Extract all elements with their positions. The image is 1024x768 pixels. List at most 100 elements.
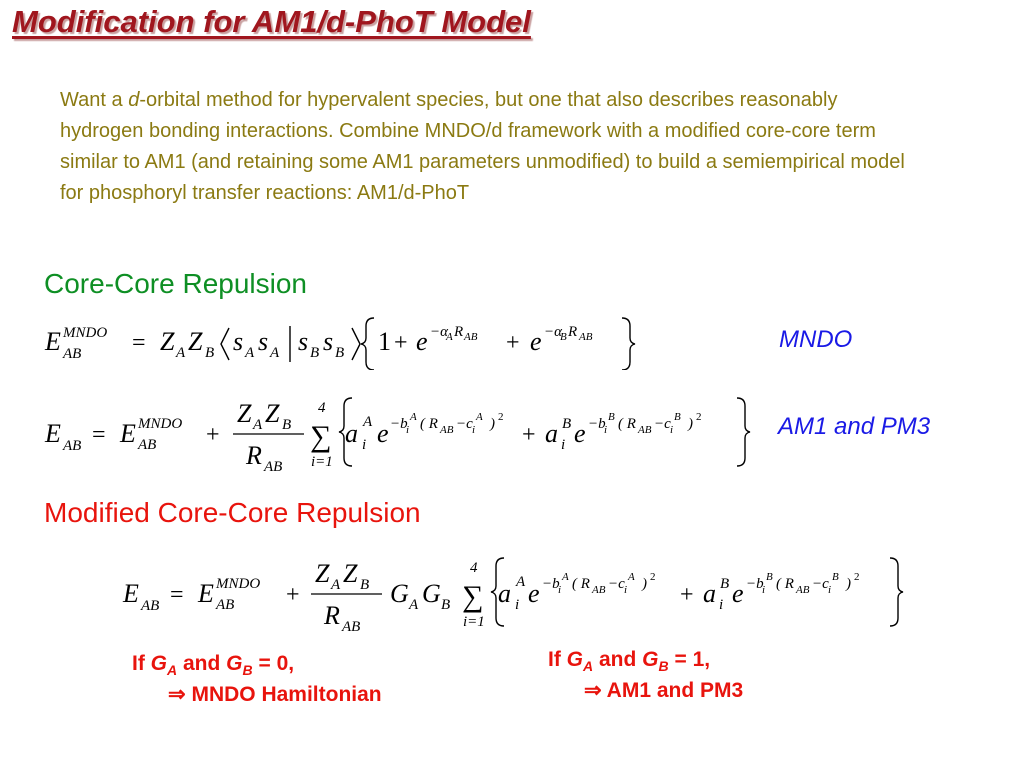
svg-text:A: A	[408, 597, 419, 613]
intro-text-start: Want a	[60, 89, 129, 111]
svg-text:A: A	[475, 411, 483, 423]
svg-text:4: 4	[470, 560, 478, 576]
svg-text:AB: AB	[637, 424, 652, 436]
cond-left-ga: G	[150, 652, 168, 675]
equation-mndo: E MNDO AB = Z A Z B s A s A s B s B 1 + …	[44, 317, 636, 370]
svg-text:R: R	[567, 324, 577, 340]
svg-text:A: A	[252, 417, 263, 433]
svg-text:+: +	[506, 330, 520, 356]
svg-text:AB: AB	[439, 424, 454, 436]
svg-text:B: B	[282, 417, 291, 433]
svg-text:E: E	[44, 419, 61, 448]
svg-text:( R: ( R	[776, 576, 794, 592]
svg-text:R: R	[245, 441, 262, 470]
svg-text:( R: ( R	[572, 576, 590, 592]
svg-text:B: B	[720, 576, 729, 592]
svg-text:A: A	[627, 571, 635, 583]
svg-text:a: a	[498, 579, 511, 608]
svg-text:i: i	[624, 584, 627, 596]
svg-text:2: 2	[498, 411, 504, 423]
svg-text:a: a	[703, 579, 716, 608]
cond-right-result: AM1 and PM3	[606, 679, 744, 703]
svg-text:B: B	[205, 345, 214, 361]
svg-text:AB: AB	[578, 331, 593, 343]
svg-text:=: =	[92, 422, 106, 448]
svg-text:Z: Z	[343, 559, 358, 588]
svg-text:AB: AB	[795, 584, 810, 596]
svg-text:AB: AB	[140, 598, 159, 614]
svg-text:i=1: i=1	[463, 614, 485, 630]
svg-text:Z: Z	[160, 327, 175, 356]
svg-text:i=1: i=1	[311, 454, 333, 470]
slide-title: Modification for AM1/d-PhoT Model	[12, 4, 531, 39]
svg-text:): )	[845, 576, 851, 592]
implies-arrow-icon: ⇒	[168, 683, 186, 707]
svg-text:−b: −b	[390, 416, 408, 432]
svg-text:AB: AB	[62, 346, 81, 362]
svg-text:AB: AB	[215, 597, 234, 613]
svg-text:AB: AB	[263, 459, 282, 475]
svg-text:B: B	[766, 571, 773, 583]
svg-text:−b: −b	[746, 576, 764, 592]
svg-text:A: A	[269, 345, 280, 361]
svg-text:i: i	[406, 424, 409, 436]
intro-text-rest: -orbital method for hypervalent species,…	[60, 89, 905, 204]
svg-text:e: e	[528, 579, 540, 608]
svg-text:MNDO: MNDO	[137, 416, 182, 432]
cond-right-gb-sub: B	[658, 658, 669, 675]
svg-text:−c: −c	[812, 576, 829, 592]
svg-text:e: e	[377, 419, 389, 448]
svg-text:B: B	[562, 416, 571, 432]
svg-text:B: B	[608, 411, 615, 423]
cond-right-ga: G	[566, 648, 584, 671]
svg-text:−c: −c	[608, 576, 625, 592]
svg-text:AB: AB	[62, 438, 81, 454]
condition-left-line2: ⇒ MNDO Hamiltonian	[132, 682, 382, 707]
cond-left-gb: G	[226, 652, 243, 675]
intro-paragraph: Want a d-orbital method for hypervalent …	[60, 85, 920, 209]
cond-right-value: = 1,	[674, 648, 711, 671]
svg-text:e: e	[416, 327, 428, 356]
svg-text:s: s	[298, 327, 308, 356]
svg-text:=: =	[132, 330, 146, 356]
svg-text:s: s	[323, 327, 333, 356]
cond-right-ga-sub: A	[583, 658, 594, 675]
svg-text:2: 2	[696, 411, 702, 423]
svg-text:AB: AB	[137, 437, 156, 453]
svg-text:( R: ( R	[420, 416, 438, 432]
svg-text:Z: Z	[265, 399, 280, 428]
svg-text:Z: Z	[237, 399, 252, 428]
svg-text:B: B	[335, 345, 344, 361]
svg-text:+: +	[522, 422, 536, 448]
cond-right-if: If	[548, 648, 561, 671]
cond-left-ga-sub: A	[167, 662, 178, 679]
am1-pm3-label: AM1 and PM3	[778, 413, 931, 440]
svg-text:B: B	[441, 597, 450, 613]
condition-right: If GA and GB = 1, ⇒ AM1 and PM3	[548, 648, 743, 703]
svg-text:): )	[641, 576, 647, 592]
svg-text:Z: Z	[315, 559, 330, 588]
svg-text:G: G	[422, 579, 441, 608]
svg-text:+: +	[680, 582, 694, 608]
svg-text:B: B	[832, 571, 839, 583]
svg-text:+: +	[286, 582, 300, 608]
svg-text:i: i	[828, 584, 831, 596]
svg-text:a: a	[545, 419, 558, 448]
svg-text:∑: ∑	[462, 580, 483, 613]
svg-text:i: i	[472, 424, 475, 436]
svg-text:E: E	[122, 579, 139, 608]
condition-left-line1: If GA and GB = 0,	[132, 652, 382, 678]
svg-text:E: E	[119, 419, 136, 448]
svg-text:2: 2	[650, 571, 656, 583]
svg-text:B: B	[560, 331, 567, 343]
svg-text:+: +	[206, 422, 220, 448]
cond-left-result: MNDO Hamiltonian	[191, 683, 382, 707]
cond-left-and: and	[182, 652, 221, 675]
svg-text:2: 2	[854, 571, 860, 583]
intro-text-italic: d	[128, 89, 140, 111]
svg-text:i: i	[561, 437, 565, 453]
svg-text:=: =	[170, 582, 184, 608]
svg-text:s: s	[233, 327, 243, 356]
svg-text:A: A	[515, 574, 526, 590]
cond-left-if: If	[132, 652, 145, 675]
